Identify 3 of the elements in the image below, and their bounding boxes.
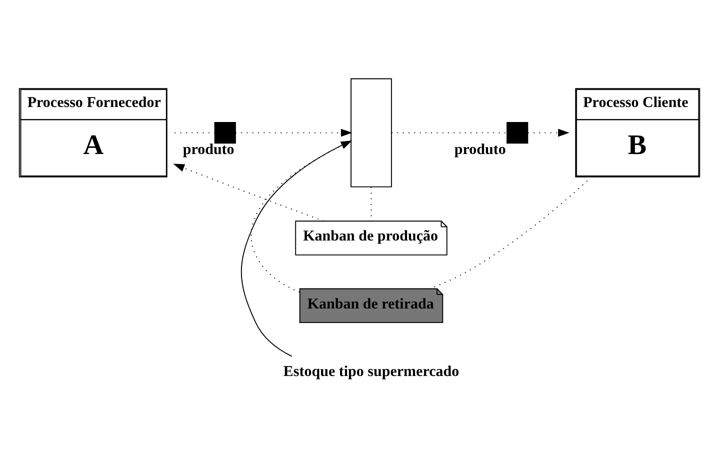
node-label: produto bbox=[454, 142, 506, 158]
node-text: Estoque tipo supermercado bbox=[283, 364, 460, 380]
node-label: produto bbox=[182, 142, 234, 158]
